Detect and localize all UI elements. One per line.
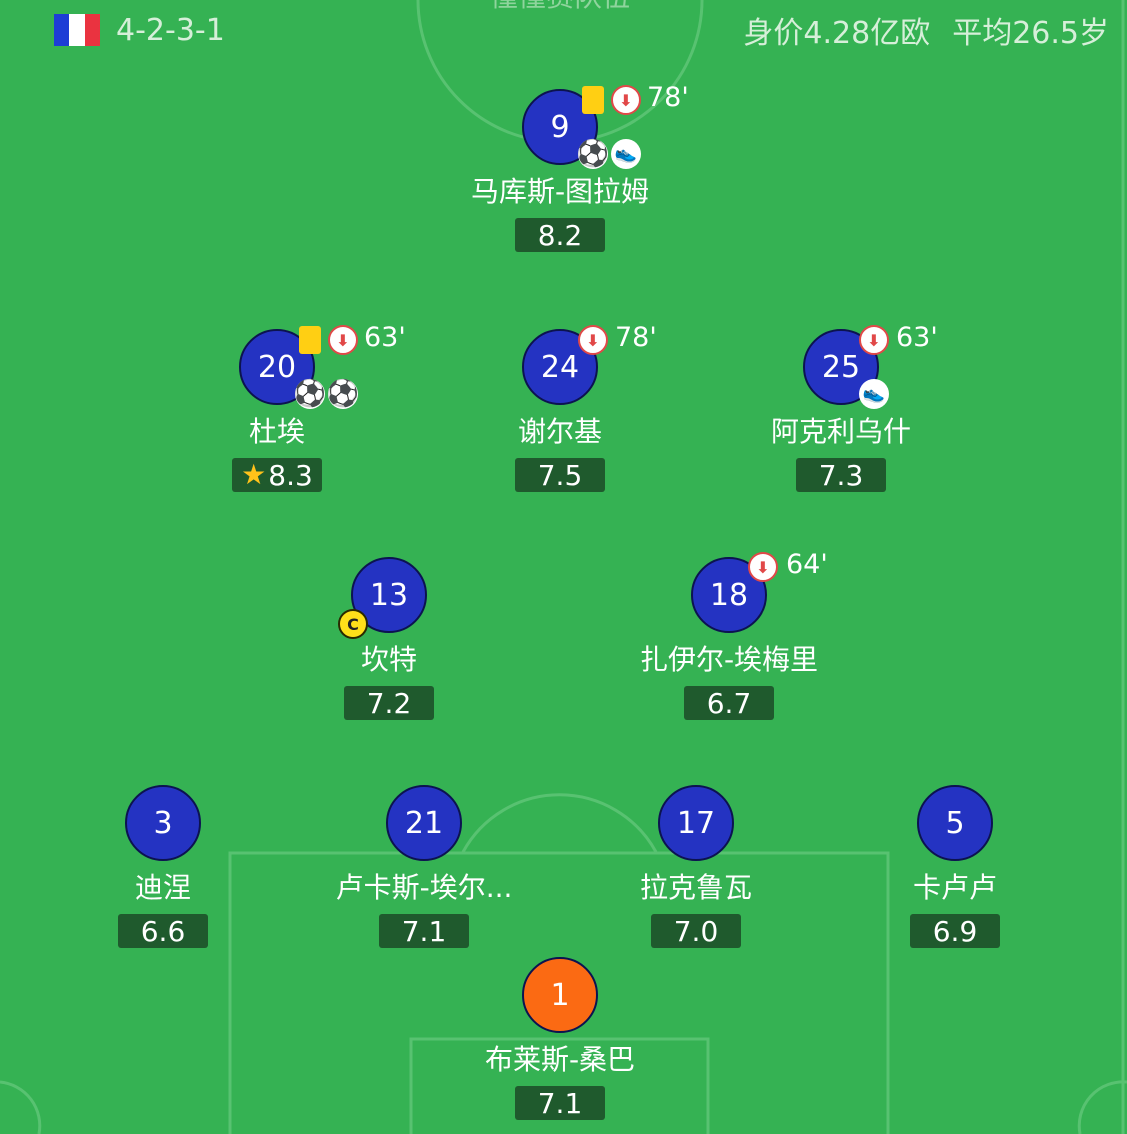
sub-minute: 78' [615, 322, 657, 353]
player-rating: 7.3 [796, 458, 886, 492]
jersey-number: 5 [917, 785, 993, 861]
player-samba[interactable]: 1 布莱斯-桑巴 7.1 [440, 957, 680, 1120]
jersey-number: 3 [125, 785, 201, 861]
market-value: 身价4.28亿欧 [743, 16, 931, 51]
assist-boot-icon: 👟 [611, 139, 641, 169]
player-zaire-emery[interactable]: 18 ⬇ 64' 扎伊尔-埃梅里 6.7 [609, 550, 849, 720]
average-age: 平均26.5岁 [952, 16, 1109, 51]
player-doue[interactable]: 20 ⬇ 63' ⚽ ⚽ 杜埃 ★8.3 [157, 323, 406, 492]
player-rating: 6.6 [118, 914, 208, 948]
sub-out-icon: ⬇ [328, 325, 358, 355]
player-name: 坎特 [360, 643, 417, 676]
player-kante[interactable]: 13 C 坎特 7.2 [269, 557, 509, 720]
sub-out-icon: ⬇ [748, 552, 778, 582]
player-rating: 7.0 [651, 914, 741, 948]
player-name: 卢卡斯-埃尔... [335, 871, 513, 904]
sub-minute: 78' [647, 82, 689, 113]
jersey-number: 1 [522, 957, 598, 1033]
goal-ball-icon: ⚽ [326, 379, 360, 409]
jersey-number: 18 [691, 557, 767, 633]
captain-badge-icon: C [338, 609, 368, 639]
player-thuram[interactable]: 9 ⬇ 78' ⚽ 👟 马库斯-图拉姆 8.2 [440, 83, 689, 252]
man-of-match-star-icon: ★ [241, 458, 267, 491]
sub-minute: 64' [786, 549, 828, 580]
sub-out-icon: ⬇ [859, 325, 889, 355]
top-center-text: 憧憧赛队伍 [490, 0, 630, 13]
player-name: 杜埃 [248, 415, 305, 448]
yellow-card-icon [582, 86, 604, 114]
jersey-number: 17 [658, 785, 734, 861]
france-flag-icon [54, 14, 100, 46]
player-name: 卡卢卢 [912, 871, 997, 904]
player-lacroix[interactable]: 17 拉克鲁瓦 7.0 [576, 785, 816, 948]
player-name: 布莱斯-桑巴 [484, 1043, 636, 1076]
sub-minute: 63' [896, 322, 938, 353]
player-rating: 7.2 [344, 686, 434, 720]
player-lucas[interactable]: 21 卢卡斯-埃尔... 7.1 [304, 785, 544, 948]
player-rating: 8.2 [515, 218, 605, 252]
sub-minute: 63' [364, 322, 406, 353]
player-name: 扎伊尔-埃梅里 [639, 643, 819, 676]
player-akliouche[interactable]: 25 ⬇ 63' 👟 阿克利乌什 7.3 [721, 323, 961, 492]
player-rating: ★8.3 [232, 458, 322, 492]
player-24[interactable]: 24 ⬇ 78' 谢尔基 7.5 [440, 323, 680, 492]
assist-boot-icon: 👟 [859, 379, 889, 409]
player-name: 迪涅 [134, 871, 191, 904]
goal-ball-icon: ⚽ [576, 139, 610, 169]
player-rating: 6.9 [910, 914, 1000, 948]
yellow-card-icon [299, 326, 321, 354]
player-rating: 7.5 [515, 458, 605, 492]
player-name: 马库斯-图拉姆 [470, 175, 650, 208]
player-name: 拉克鲁瓦 [639, 871, 752, 904]
player-digne[interactable]: 3 迪涅 6.6 [43, 785, 283, 948]
sub-out-icon: ⬇ [611, 85, 641, 115]
player-rating: 7.1 [379, 914, 469, 948]
team-stats: 身价4.28亿欧 平均26.5岁 [743, 10, 1109, 51]
formation-label: 4-2-3-1 [116, 12, 225, 48]
player-kalulu[interactable]: 5 卡卢卢 6.9 [835, 785, 1075, 948]
player-rating: 6.7 [684, 686, 774, 720]
team-header: 4-2-3-1 [54, 12, 225, 48]
player-name: 阿克利乌什 [770, 415, 911, 448]
player-name: 谢尔基 [517, 415, 602, 448]
jersey-number: 21 [386, 785, 462, 861]
sub-out-icon: ⬇ [578, 325, 608, 355]
player-rating: 7.1 [515, 1086, 605, 1120]
goal-ball-icon: ⚽ [293, 379, 327, 409]
